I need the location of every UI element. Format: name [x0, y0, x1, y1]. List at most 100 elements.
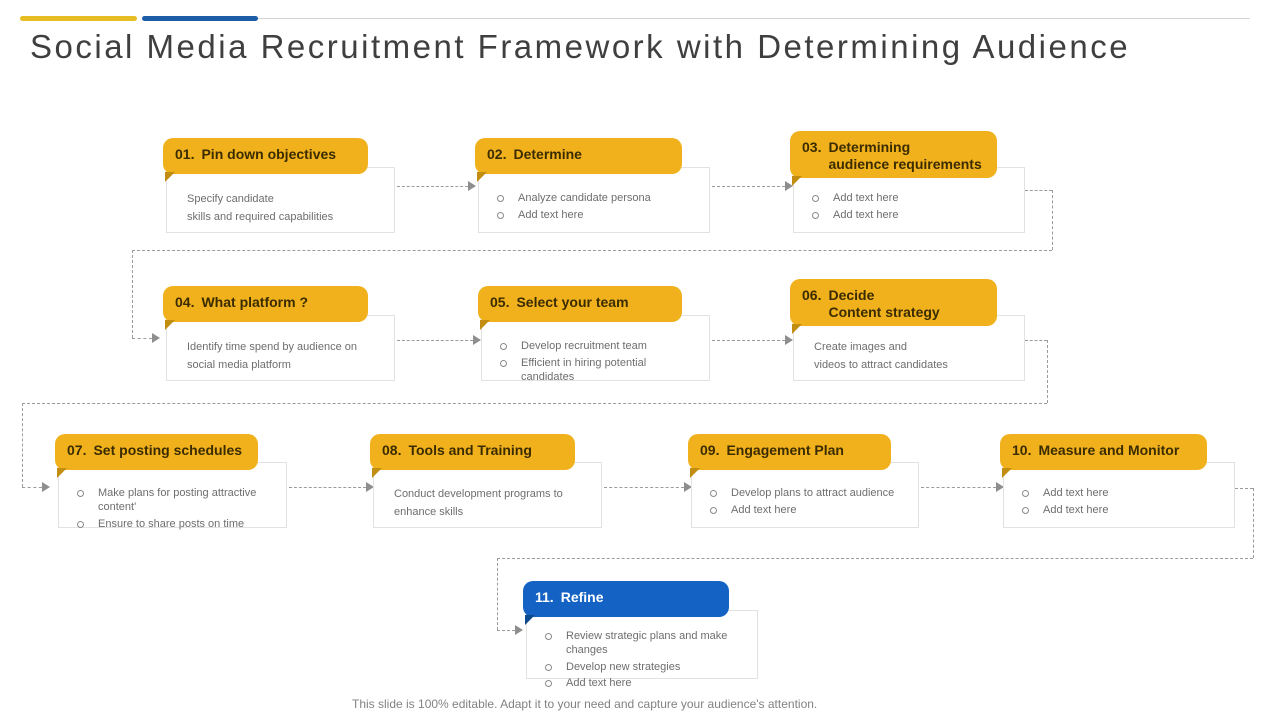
bullet-icon: [497, 195, 504, 202]
step-06-body: Create images and videos to attract cand…: [793, 315, 1025, 381]
list-item: Add text here: [1018, 504, 1226, 518]
list-item: Develop new strategies: [541, 661, 749, 675]
dashed-connector: [1052, 190, 1053, 250]
dashed-connector: [397, 340, 473, 341]
bullet-icon: [545, 663, 552, 671]
dashed-connector: [397, 186, 468, 187]
step-08-body: Conduct development programs to enhance …: [373, 462, 602, 528]
arrow-right-icon: [785, 181, 793, 191]
bullet-icon: [77, 520, 84, 528]
step-title: Measure and Monitor: [1038, 442, 1180, 458]
bullet-text: Add text here: [566, 677, 632, 690]
list-item: Efficient in hiring potential candidates: [496, 357, 701, 385]
accent-bar-blue: [142, 16, 258, 21]
dashed-connector: [289, 487, 366, 488]
list-item: Add text here: [493, 209, 701, 223]
dashed-connector: [132, 338, 152, 339]
step-10-body: Add text here Add text here: [1003, 462, 1235, 528]
dashed-connector: [132, 250, 133, 338]
dashed-connector: [712, 340, 785, 341]
step-11-body: Review strategic plans and make changes …: [526, 610, 758, 689]
dashed-connector: [1025, 190, 1052, 191]
arrow-right-icon: [996, 482, 1004, 492]
dashed-connector: [22, 403, 1047, 404]
step-title: Select your team: [516, 294, 629, 310]
bullet-text: Add text here: [833, 208, 899, 221]
step-number: 11.: [535, 589, 554, 605]
step-10-header: 10. Measure and Monitor: [1000, 434, 1207, 478]
step-title: Refine: [560, 589, 604, 605]
dashed-connector: [1235, 488, 1253, 489]
bullet-text: Analyze candidate persona: [518, 192, 651, 204]
list-item: Add text here: [808, 209, 1016, 223]
arrow-right-icon: [468, 181, 476, 191]
step-title: What platform ?: [201, 294, 309, 310]
footer-note: This slide is 100% editable. Adapt it to…: [352, 697, 818, 711]
dashed-connector: [497, 630, 515, 631]
step-title: Decide Content strategy: [828, 287, 940, 321]
dashed-connector: [604, 487, 684, 488]
dashed-connector: [497, 558, 1253, 559]
dashed-connector: [22, 487, 42, 488]
dashed-connector: [921, 487, 996, 488]
bullet-text: Review strategic plans and make changes: [566, 630, 728, 656]
bullet-text: Add text here: [1043, 503, 1109, 516]
step-title: Set posting schedules: [93, 442, 243, 458]
step-07-body: Make plans for posting attractive conten…: [58, 462, 287, 530]
step-title: Pin down objectives: [201, 146, 337, 162]
step-08-header: 08. Tools and Training: [370, 434, 575, 478]
step-number: 07.: [67, 442, 87, 458]
list-item: Add text here: [706, 504, 910, 518]
bullet-icon: [500, 343, 507, 350]
dashed-connector: [712, 186, 785, 187]
bullet-text: Efficient in hiring potential candidates: [521, 356, 647, 383]
step-11-header: 11. Refine: [523, 581, 729, 625]
dashed-connector: [1253, 488, 1254, 558]
step-number: 09.: [700, 442, 720, 458]
arrow-right-icon: [684, 482, 692, 492]
step-04-body: Identify time spend by audience on socia…: [166, 315, 395, 381]
bullet-icon: [77, 490, 84, 497]
step-01-header: 01. Pin down objectives: [163, 138, 368, 182]
step-number: 05.: [490, 294, 510, 310]
step-title: Determining audience requirements: [828, 139, 982, 173]
arrow-right-icon: [785, 335, 793, 345]
step-title: Determine: [513, 146, 582, 162]
step-03-body: Add text here Add text here: [793, 167, 1025, 233]
step-number: 02.: [487, 146, 507, 162]
step-number: 06.: [802, 287, 822, 303]
bullet-text: Add text here: [1043, 487, 1109, 499]
list-item: Add text here: [808, 192, 1016, 206]
bullet-icon: [1022, 490, 1029, 497]
bullet-text: Add text here: [833, 192, 899, 204]
step-number: 10.: [1012, 442, 1032, 458]
list-item: Ensure to share posts on time: [73, 518, 278, 532]
step-07-header: 07. Set posting schedules: [55, 434, 258, 478]
step-number: 03.: [802, 139, 822, 155]
step-05-header: 05. Select your team: [478, 286, 682, 330]
bullet-icon: [1022, 506, 1029, 514]
bullet-icon: [812, 195, 819, 202]
bullet-text: Make plans for posting attractive conten…: [98, 487, 257, 513]
accent-bar-yellow: [20, 16, 137, 21]
list-item: Make plans for posting attractive conten…: [73, 487, 278, 515]
arrow-right-icon: [366, 482, 374, 492]
bullet-icon: [500, 359, 507, 367]
step-number: 04.: [175, 294, 195, 310]
step-09-body: Develop plans to attract audience Add te…: [691, 462, 919, 528]
bullet-text: Add text here: [518, 208, 584, 221]
step-06-header: 06. Decide Content strategy: [790, 279, 997, 334]
step-title: Tools and Training: [408, 442, 532, 458]
step-09-header: 09. Engagement Plan: [688, 434, 891, 478]
bullet-icon: [812, 211, 819, 219]
step-03-header: 03. Determining audience requirements: [790, 131, 997, 186]
bullet-icon: [497, 211, 504, 219]
list-item: Review strategic plans and make changes: [541, 630, 749, 658]
bullet-icon: [710, 506, 717, 514]
bullet-text: Develop plans to attract audience: [731, 487, 895, 499]
dashed-connector: [132, 250, 1052, 251]
bullet-icon: [710, 490, 717, 497]
dashed-connector: [1025, 340, 1047, 341]
step-04-header: 04. What platform ?: [163, 286, 368, 330]
